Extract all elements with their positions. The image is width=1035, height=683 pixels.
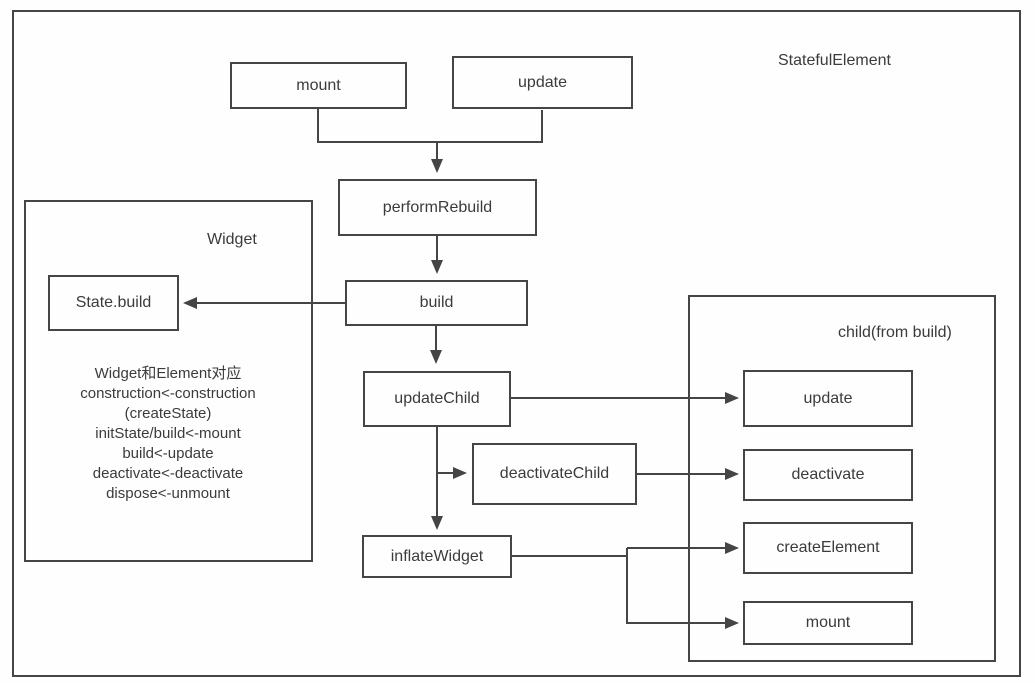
node-child-update: update: [743, 370, 913, 427]
node-update-child: updateChild: [363, 371, 511, 427]
node-build: build: [345, 280, 528, 326]
note-line: (createState): [124, 405, 212, 422]
node-perform-rebuild: performRebuild: [338, 179, 537, 236]
node-child-create-element: createElement: [743, 522, 913, 574]
node-state-build: State.build: [48, 275, 179, 331]
node-child-mount: mount: [743, 601, 913, 645]
node-update-top: update: [452, 56, 633, 109]
node-inflate-widget: inflateWidget: [362, 535, 512, 578]
note-line: dispose<-unmount: [106, 485, 230, 502]
widget-element-mapping-note: Widget和Element对应 construction<-construct…: [30, 364, 306, 504]
child-group-container: [688, 295, 996, 662]
note-line: initState/build<-mount: [95, 425, 241, 442]
node-child-deactivate: deactivate: [743, 449, 913, 501]
note-line: Widget和Element对应: [94, 365, 242, 382]
widget-group-label: Widget: [207, 231, 257, 248]
widget-group-container: [24, 200, 313, 562]
note-line: deactivate<-deactivate: [92, 465, 244, 482]
node-mount-top: mount: [230, 62, 407, 109]
stateful-element-label: StatefulElement: [778, 52, 891, 69]
diagram-outer-border: [12, 10, 1021, 677]
note-line: construction<-construction: [80, 385, 256, 402]
node-deactivate-child: deactivateChild: [472, 443, 637, 505]
child-group-label: child(from build): [838, 324, 952, 341]
note-line: build<-update: [122, 445, 214, 462]
